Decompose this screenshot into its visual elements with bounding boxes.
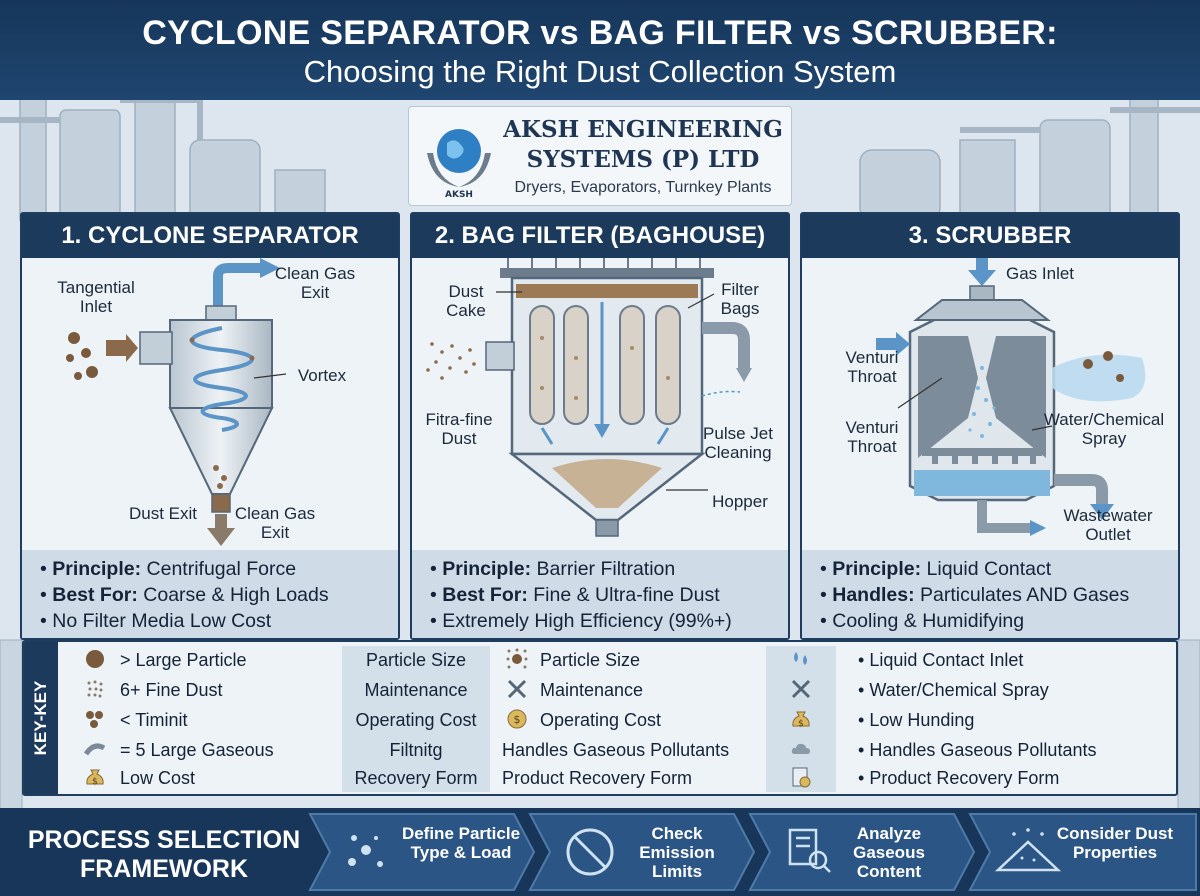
bullet-extra: • No Filter Media Low Cost (40, 610, 272, 632)
bullet-handles: • Handles: Particulates AND Gases (820, 584, 1130, 606)
label-tangential-inlet: Tangential Inlet (57, 278, 135, 316)
key-item: • Product Recovery Form (858, 768, 1060, 788)
label-water-chemical-spray: Water/Chemical Spray (1043, 410, 1165, 448)
key-item: Maintenance (364, 680, 468, 700)
label-hopper: Hopper (712, 492, 768, 511)
panel-scrubber: 3. SCRUBBER Gas Inlet Venturi Thr (800, 212, 1180, 640)
label-venturi-throat-1: Venturi Throat (845, 348, 899, 386)
label-pulse-jet-cleaning: Pulse Jet Cleaning (703, 424, 773, 462)
panel-heading: 3. SCRUBBER (802, 214, 1178, 258)
key-item: • Handles Gaseous Pollutants (858, 740, 1097, 760)
baghouse-summary: • Principle: Barrier Filtration • Best F… (412, 550, 788, 638)
key-item: • Water/Chemical Spray (858, 680, 1049, 700)
baghouse-diagram (426, 258, 752, 537)
framework-step: Define Particle Type & Load (401, 824, 521, 862)
key-item: Low Cost (120, 768, 196, 788)
key-item: • Liquid Contact Inlet (858, 650, 1024, 670)
dust-pile-icon (994, 828, 1062, 872)
svg-text:$: $ (92, 777, 98, 787)
money-bag-icon: $ (86, 769, 104, 787)
key-item: • Low Hunding (858, 710, 975, 730)
label-vortex: Vortex (297, 366, 347, 385)
panel-heading: 1. CYCLONE SEPARATOR (22, 214, 398, 258)
svg-text:$: $ (514, 713, 521, 726)
key-legend: KEY-KEY $ > Large Particle 6+ Fine Dust … (22, 640, 1178, 796)
panel-heading: 2. BAG FILTER (BAGHOUSE) (412, 214, 788, 258)
framework-step: Analyze Gaseous Content (853, 824, 925, 881)
bullet-principle: • Principle: Barrier Filtration (430, 558, 676, 580)
key-item: Operating Cost (355, 710, 477, 730)
framework-step: Check Emission Limits (639, 824, 715, 881)
panel-bag-filter: 2. BAG FILTER (BAGHOUSE) (410, 212, 790, 640)
bullet-principle: • Principle: Liquid Contact (820, 558, 1052, 580)
company-tagline: Dryers, Evaporators, Turnkey Plants (514, 179, 772, 196)
tools-icon (791, 679, 811, 699)
company-name: AKSH ENGINEERING SYSTEMS (P) LTD (503, 116, 783, 173)
key-item: Operating Cost (540, 710, 662, 730)
panel-cyclone-separator: 1. CYCLONE SEPARATOR Tangential Inlet C (20, 212, 400, 640)
wrench-icon (507, 679, 527, 699)
key-item: Recovery Form (354, 768, 478, 788)
scrubber-diagram (876, 258, 1146, 536)
key-item: Maintenance (540, 680, 644, 700)
framework-chevrons (308, 813, 1197, 891)
cloud-icon (791, 743, 810, 754)
key-item: Particle Size (365, 650, 467, 670)
key-item: Handles Gaseous Pollutants (502, 740, 730, 760)
process-selection-framework: PROCESS SELECTION FRAMEWORK Define Parti… (0, 808, 1200, 896)
key-item: 6+ Fine Dust (120, 680, 223, 700)
label-clean-gas-exit-top: Clean Gas Exit (274, 264, 356, 302)
framework-title: PROCESS SELECTION FRAMEWORK (27, 826, 301, 883)
key-item: = 5 Large Gaseous (120, 740, 274, 760)
particle-size-icon (506, 648, 528, 669)
framework-step: Consider Dust Properties (1056, 824, 1174, 862)
label-clean-gas-exit-bottom: Clean Gas Exit (234, 504, 316, 542)
label-filter-bags: Filter Bags (720, 280, 760, 318)
bullet-best-for: • Best For: Fine & Ultra-fine Dust (430, 584, 720, 606)
no-emission-icon (566, 828, 614, 876)
gaseous-pipe-icon (84, 743, 106, 756)
money-bag-icon: $ (792, 711, 810, 729)
key-column-shade (342, 646, 490, 792)
cyclone-summary: • Principle: Centrifugal Force • Best Fo… (22, 550, 398, 638)
bullet-extra: • Cooling & Humidifying (820, 610, 1025, 632)
title-banner: CYCLONE SEPARATOR vs BAG FILTER vs SCRUB… (0, 0, 1200, 100)
key-item: < Timinit (120, 710, 188, 730)
key-item: Particle Size (540, 650, 641, 670)
key-item: Product Recovery Form (502, 768, 693, 788)
coin-icon: $ (507, 709, 527, 729)
bullet-principle: • Principle: Centrifugal Force (40, 558, 297, 580)
label-dust-cake: Dust Cake (446, 282, 486, 320)
scrubber-summary: • Principle: Liquid Contact • Handles: P… (802, 550, 1178, 638)
key-item: Filtnitg (389, 740, 443, 760)
label-gas-inlet: Gas Inlet (1006, 264, 1075, 283)
company-logo-icon: AKSH (427, 129, 491, 200)
particles-icon (348, 835, 383, 867)
document-coins-icon (792, 767, 811, 788)
particle-cluster-icon (86, 711, 103, 728)
bullet-extra: • Extremely High Efficiency (99%+) (430, 610, 732, 632)
page-subtitle: Choosing the Right Dust Collection Syste… (303, 54, 897, 89)
label-dust-exit: Dust Exit (128, 504, 198, 523)
key-item: > Large Particle (120, 650, 247, 670)
svg-text:$: $ (798, 719, 804, 729)
large-particle-icon (86, 650, 104, 668)
bullet-best-for: • Best For: Coarse & High Loads (40, 584, 329, 606)
analyze-document-icon (788, 828, 831, 873)
label-wastewater-outlet: Wastewater Outlet (1063, 506, 1153, 544)
label-venturi-throat-2: Venturi Throat (845, 418, 899, 456)
logo-text: AKSH (445, 190, 473, 200)
fine-dust-icon (87, 680, 103, 698)
page-title: CYCLONE SEPARATOR vs BAG FILTER vs SCRUB… (142, 14, 1058, 52)
water-drops-icon (794, 652, 807, 665)
key-side-label: KEY-KEY (24, 642, 58, 794)
cyclone-diagram (66, 258, 287, 546)
company-card: AKSH AKSH ENGINEERING SYSTEMS (P) LTD Dr… (408, 106, 792, 206)
label-fitra-fine-dust: Fitra-fine Dust (425, 410, 493, 448)
